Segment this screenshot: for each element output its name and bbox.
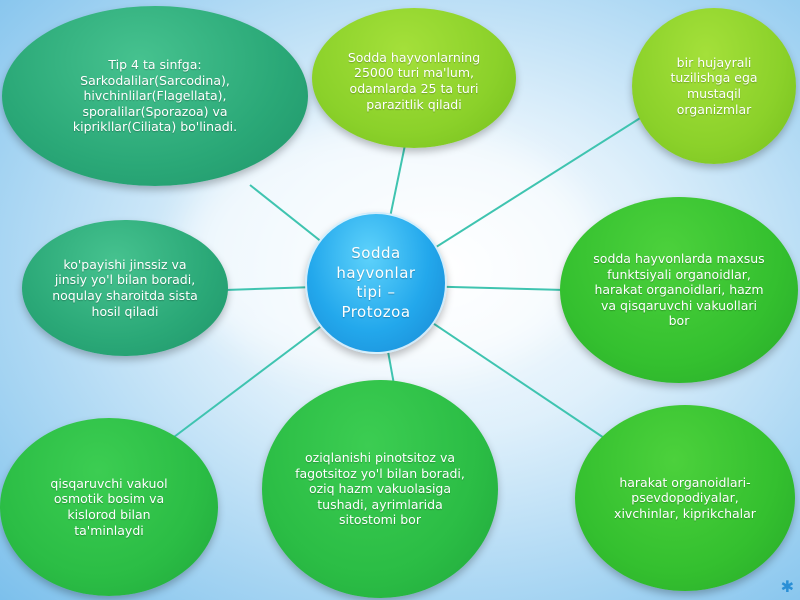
node-left-text: ko'payishi jinssiz va jinsiy yo'l bilan … — [52, 256, 198, 319]
center-node-title: Sodda hayvonlar tipi – Protozoa — [336, 244, 416, 321]
node-bottom-right: harakat organoidlari- psevdopodiyalar, x… — [575, 405, 795, 591]
node-bottom-left: qisqaruvchi vakuol osmotik bosim va kisl… — [0, 418, 218, 596]
node-right-text: sodda hayvonlarda maxsus funktsiyali org… — [593, 250, 765, 329]
node-right: sodda hayvonlarda maxsus funktsiyali org… — [560, 197, 798, 383]
node-top-right-text: bir hujayrali tuzilishga ega mustaqil or… — [670, 54, 758, 117]
star-icon: ✱ — [780, 577, 794, 596]
node-bottom-center-text: oziqlanishi pinotsitoz va fagotsitoz yo'… — [295, 449, 465, 528]
node-bottom-left-text: qisqaruvchi vakuol osmotik bosim va kisl… — [50, 475, 168, 538]
node-left: ko'payishi jinssiz va jinsiy yo'l bilan … — [22, 220, 228, 356]
node-top-left-text: Tip 4 ta sinfga: Sarkodalilar(Sarcodina)… — [72, 56, 238, 135]
node-top-center: Sodda hayvonlarning 25000 turi ma'lum, o… — [312, 8, 516, 148]
node-bottom-center: oziqlanishi pinotsitoz va fagotsitoz yo'… — [262, 380, 498, 598]
node-top-right: bir hujayrali tuzilishga ega mustaqil or… — [632, 8, 796, 164]
node-top-left: Tip 4 ta sinfga: Sarkodalilar(Sarcodina)… — [2, 6, 308, 186]
node-top-center-text: Sodda hayvonlarning 25000 turi ma'lum, o… — [347, 49, 481, 112]
center-node: Sodda hayvonlar tipi – Protozoa — [305, 212, 447, 354]
node-bottom-right-text: harakat organoidlari- psevdopodiyalar, x… — [614, 474, 756, 521]
